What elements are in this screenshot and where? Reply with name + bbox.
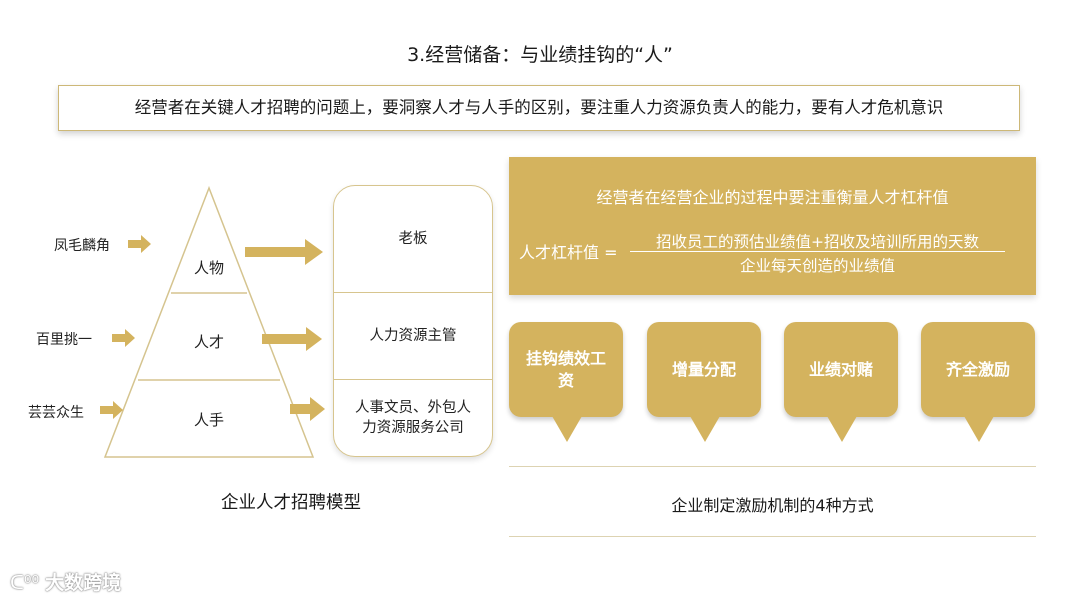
arrow-right-2: [262, 327, 322, 351]
formula-lhs: 人才杠杆值 =: [519, 243, 618, 262]
divider-bottom: [509, 536, 1036, 537]
bubble-tail-3: [827, 416, 857, 442]
side-label-3: 芸芸众生: [28, 405, 84, 421]
pyramid-caption: 企业人才招聘模型: [221, 493, 361, 513]
side-label-1: 凤毛麟角: [54, 238, 110, 254]
fraction-bar: [630, 251, 1005, 252]
tier-label-3: 人手: [193, 411, 224, 429]
bubble-tail-4: [964, 416, 994, 442]
pyramid-triangle: [103, 185, 315, 458]
incentive-bubble-2: 增量分配: [647, 322, 761, 417]
page-title: 3.经营储备：与业绩挂钩的“人”: [407, 44, 673, 66]
arrow-left-3: [100, 401, 123, 419]
arrow-left-2: [112, 329, 135, 347]
formula-denominator: 企业每天创造的业绩值: [739, 257, 895, 275]
formula-intro: 经营者在经营企业的过程中要注重衡量人才杠杆值: [596, 188, 949, 207]
formula-numerator: 招收员工的预估业绩值+招收及培训所用的天数: [656, 233, 979, 251]
incentive-bubble-1: 挂钩绩效工资: [509, 322, 623, 417]
arrow-right-3: [290, 397, 325, 421]
incentive-bubble-3: 业绩对赌: [784, 322, 898, 417]
arrow-left-1: [128, 235, 151, 253]
role-divider-2: [334, 379, 492, 380]
divider-top: [509, 466, 1036, 467]
summary-banner: 经营者在关键人才招聘的问题上，要洞察人才与人手的区别，要注重人力资源负责人的能力…: [58, 85, 1020, 131]
side-label-2: 百里挑一: [36, 332, 92, 348]
tier-label-1: 人物: [193, 259, 224, 277]
role-hr-staff: 人事文员、外包人力资源服务公司: [355, 400, 471, 436]
bubble-tail-1: [552, 416, 582, 442]
incentive-bubble-4: 齐全激励: [921, 322, 1035, 417]
watermark-text: 大数跨境: [45, 572, 122, 594]
watermark-icon: ᑕ⁰⁰: [10, 572, 46, 594]
incentive-caption: 企业制定激励机制的4种方式: [671, 496, 874, 515]
roles-box: 老板 人力资源主管 人事文员、外包人力资源服务公司: [333, 185, 493, 457]
watermark-logo: ᑕ⁰⁰ 大数跨境: [10, 568, 121, 595]
bubble-tail-2: [690, 416, 720, 442]
tier-label-2: 人才: [193, 333, 224, 351]
formula-panel: 经营者在经营企业的过程中要注重衡量人才杠杆值 人才杠杆值 = 招收员工的预估业绩…: [509, 157, 1036, 295]
role-hr-manager: 人力资源主管: [369, 328, 457, 344]
role-boss: 老板: [398, 231, 428, 247]
arrow-right-1: [245, 239, 323, 265]
role-divider-1: [334, 292, 492, 293]
